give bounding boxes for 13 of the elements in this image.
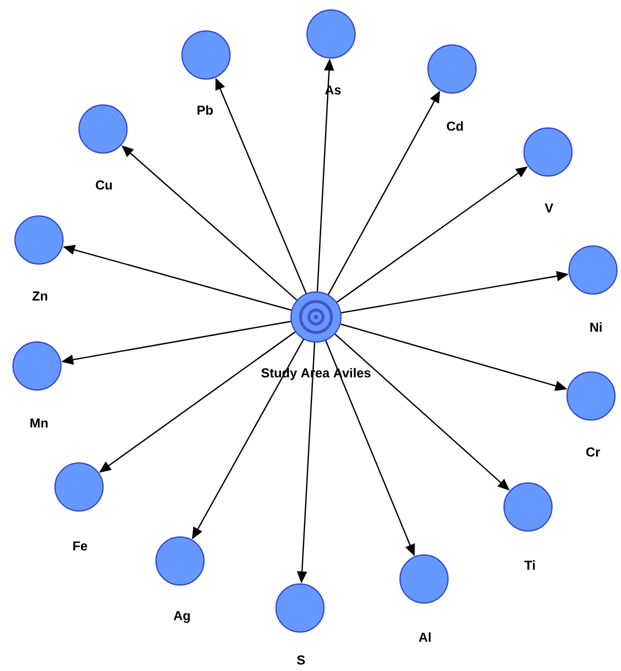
node-label: Fe — [73, 541, 88, 551]
node-label: Cr — [586, 447, 600, 457]
node-label: Cd — [446, 121, 463, 131]
node-label: Ag — [174, 611, 190, 623]
node-label: Al — [418, 632, 431, 642]
node-label: Cu — [96, 180, 112, 190]
node-label: S — [297, 655, 305, 665]
node-label: Pb — [198, 105, 213, 115]
node-label: V — [544, 204, 554, 212]
node-label: Ni — [590, 322, 602, 332]
node-label: Zn — [32, 292, 48, 300]
node-label: Ti — [524, 560, 535, 570]
node-label: Mn — [30, 418, 48, 428]
